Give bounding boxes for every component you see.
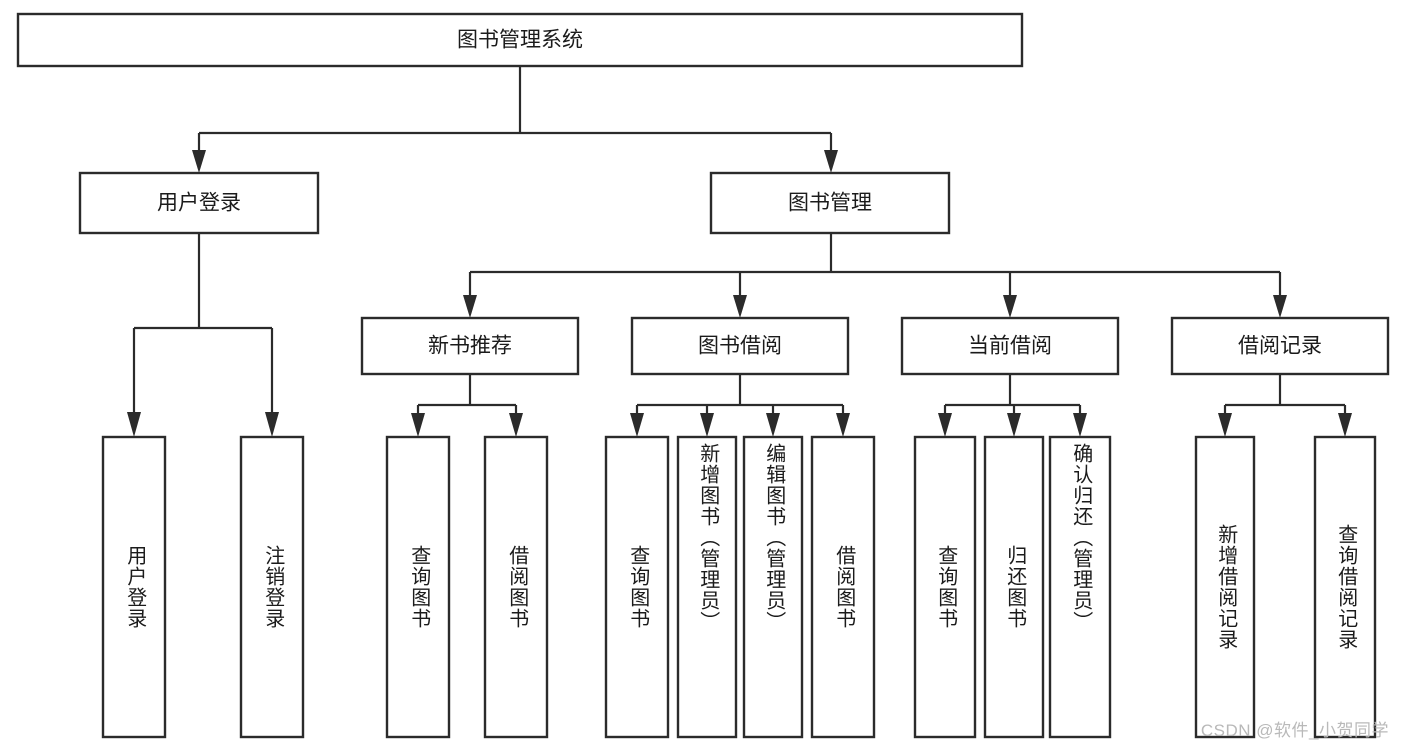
node-borrow-record[interactable]: 借阅记录 bbox=[1170, 316, 1390, 376]
node-root[interactable]: 图书管理系统 bbox=[16, 12, 1024, 68]
node-user-login[interactable]: 用户登录 bbox=[78, 171, 320, 235]
leaf-query-book-3-box[interactable] bbox=[913, 435, 977, 739]
leaf-query-book-2-box[interactable] bbox=[604, 435, 670, 739]
arrow-head-leaf-query-book-2 bbox=[630, 413, 644, 437]
arrow-head-leaf-return-book bbox=[1007, 413, 1021, 437]
node-book-borrow[interactable]: 图书借阅 bbox=[630, 316, 850, 376]
node-current-borrow[interactable]: 当前借阅 bbox=[900, 316, 1120, 376]
node-user-login-box[interactable] bbox=[78, 171, 320, 235]
arrow-head-borrow-record bbox=[1273, 295, 1287, 318]
arrow-head-leaf-borrow-book-2 bbox=[836, 413, 850, 437]
leaf-query-record-box[interactable] bbox=[1313, 435, 1377, 739]
leaf-edit-book-box[interactable] bbox=[742, 435, 804, 739]
node-new-book-recommend[interactable]: 新书推荐 bbox=[360, 316, 580, 376]
arrow-head-user-login bbox=[192, 150, 206, 173]
arrow-head-new-book-recommend bbox=[463, 295, 477, 318]
node-current-borrow-label: 当前借阅 bbox=[968, 335, 1052, 358]
node-root-box[interactable] bbox=[16, 12, 1024, 68]
leaf-borrow-book-1-box[interactable] bbox=[483, 435, 549, 739]
arrow-head-book-manage bbox=[824, 150, 838, 173]
arrow-head-leaf-query-book-3 bbox=[938, 413, 952, 437]
node-borrow-record-box[interactable] bbox=[1170, 316, 1390, 376]
node-root-label: 图书管理系统 bbox=[457, 29, 583, 52]
arrow-head-leaf-add-book bbox=[700, 413, 714, 437]
arrow-head-current-borrow bbox=[1003, 295, 1017, 318]
node-new-book-recommend-label: 新书推荐 bbox=[428, 335, 512, 358]
leaf-logout-box[interactable] bbox=[239, 435, 305, 739]
arrow-head-leaf-edit-book bbox=[766, 413, 780, 437]
leaf-confirm-return-box[interactable] bbox=[1048, 435, 1112, 739]
arrow-head-leaf-confirm-return bbox=[1073, 413, 1087, 437]
leaf-box-layer bbox=[101, 435, 1377, 739]
watermark: CSDN @软件_小贺同学 bbox=[1200, 721, 1389, 740]
node-book-manage-label: 图书管理 bbox=[788, 192, 872, 215]
node-borrow-record-label: 借阅记录 bbox=[1238, 335, 1322, 358]
arrow-head-book-borrow bbox=[733, 295, 747, 318]
arrow-head-leaf-add-record bbox=[1218, 413, 1232, 437]
node-book-manage[interactable]: 图书管理 bbox=[709, 171, 951, 235]
node-book-borrow-label: 图书借阅 bbox=[698, 335, 782, 358]
arrow-head-leaf-query-book-1 bbox=[411, 413, 425, 437]
arrow-head-leaf-borrow-book-1 bbox=[509, 413, 523, 437]
node-book-borrow-box[interactable] bbox=[630, 316, 850, 376]
leaf-user-login-box[interactable] bbox=[101, 435, 167, 739]
leaf-borrow-book-2-box[interactable] bbox=[810, 435, 876, 739]
arrow-head-leaf-user-login bbox=[127, 412, 141, 437]
leaf-return-book-box[interactable] bbox=[983, 435, 1045, 739]
leaf-add-book-box[interactable] bbox=[676, 435, 738, 739]
arrow-head-leaf-query-record bbox=[1338, 413, 1352, 437]
arrow-head-leaf-logout bbox=[265, 412, 279, 437]
connector-layer bbox=[127, 66, 1352, 437]
node-book-manage-box[interactable] bbox=[709, 171, 951, 235]
node-user-login-label: 用户登录 bbox=[157, 192, 241, 215]
leaf-add-record-box[interactable] bbox=[1194, 435, 1256, 739]
node-current-borrow-box[interactable] bbox=[900, 316, 1120, 376]
node-new-book-recommend-box[interactable] bbox=[360, 316, 580, 376]
leaf-query-book-1-box[interactable] bbox=[385, 435, 451, 739]
